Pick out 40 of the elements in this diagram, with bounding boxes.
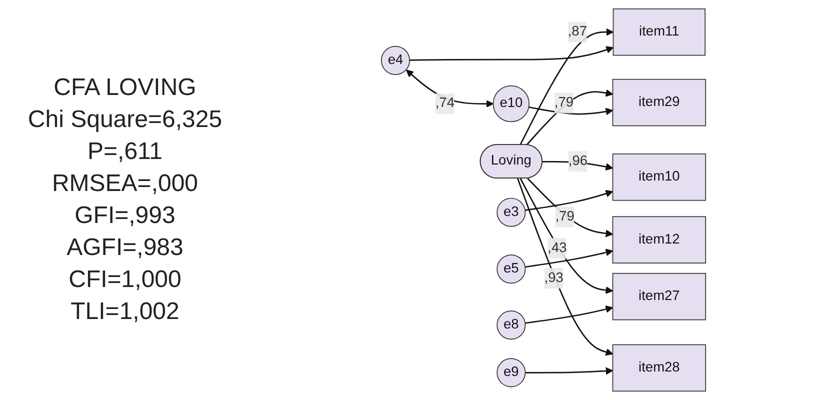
edge-label: ,43 [548,240,567,256]
node-box: item28 [612,344,706,392]
edge-label: ,93 [544,270,564,286]
arrow [410,46,614,61]
node-box: item29 [612,78,706,126]
arrow [520,178,614,294]
fit-statistic: AGFI=,983 [66,233,184,263]
arrow [525,367,614,375]
title: CFA LOVING [54,73,196,103]
node-box: item11 [612,8,706,56]
edge-label: ,79 [554,95,574,110]
edge-label: ,87 [568,24,587,39]
fit-statistic: Chi Square=6,325 [28,105,222,135]
fit-statistic: TLI=1,002 [70,297,180,327]
edge-label: ,74 [435,96,454,111]
fit-statistic: RMSEA=,000 [52,169,198,199]
node-circle: e9 [496,358,526,388]
arrow [525,305,614,324]
arrow [525,248,614,268]
fit-statistic: P=,611 [88,137,162,167]
arrow [528,106,614,116]
arrow [520,28,614,146]
arrow [525,190,614,211]
edge-label: ,79 [555,209,574,224]
node-box: item10 [612,154,706,201]
node-box: item27 [612,272,706,320]
node-box: item12 [612,216,706,264]
fit-statistic: GFI=,993 [74,201,176,231]
arrow [406,70,494,108]
arrow [527,178,614,238]
node-circle: e4 [380,46,410,75]
arrow [517,178,614,356]
arrow [526,89,614,146]
edge-label: ,96 [568,154,588,168]
node-circle: e3 [496,198,526,227]
node-circle: e5 [496,254,526,284]
fit-statistic: CFI=1,000 [68,265,182,295]
node-circle: e10 [492,85,530,122]
node-circle: e8 [496,310,526,340]
arrow [542,160,614,171]
